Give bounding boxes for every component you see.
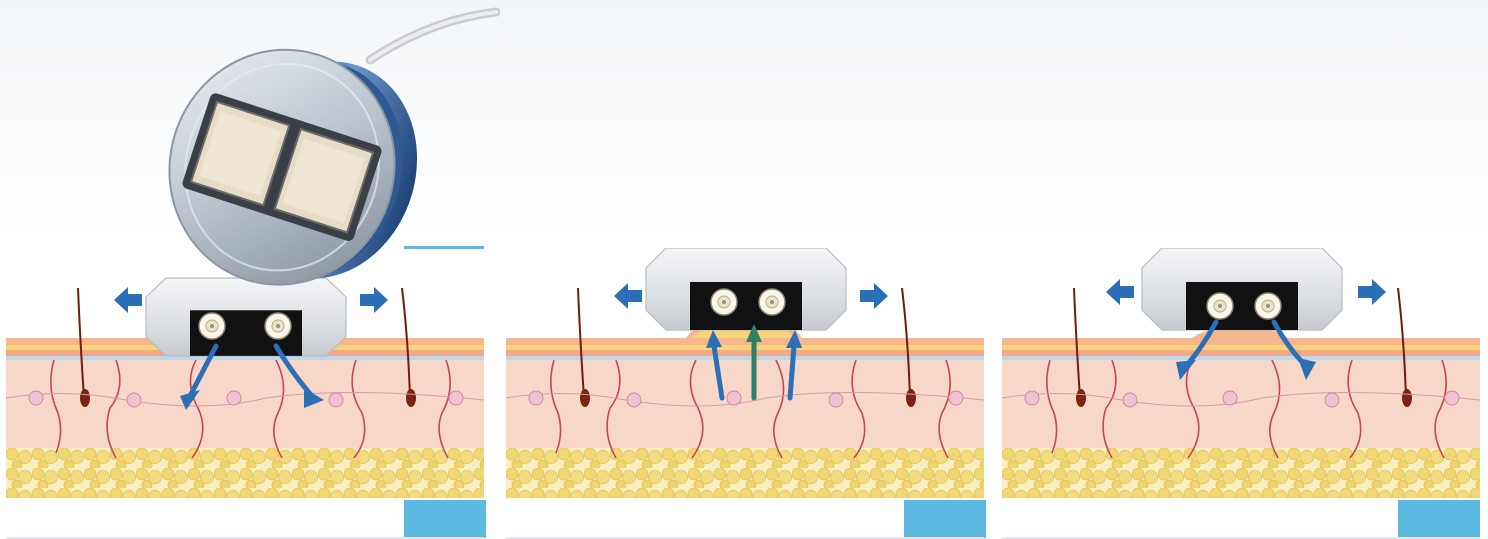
skin-diagram-panel-release	[1002, 248, 1480, 498]
roller-icon	[1255, 293, 1281, 319]
accent-tab	[404, 500, 486, 538]
roller-icon	[759, 289, 785, 315]
roller-icon	[711, 289, 737, 315]
accent-tab	[1398, 500, 1480, 538]
accent-tab	[904, 500, 986, 538]
applicator-head	[646, 248, 846, 330]
skin-cross-section	[506, 248, 984, 498]
rf-handpiece-image	[130, 0, 500, 320]
skin-diagram-panel-suction	[506, 248, 984, 498]
skin-cross-section	[1002, 248, 1480, 498]
applicator-head	[1142, 248, 1342, 330]
roller-icon	[1207, 293, 1233, 319]
